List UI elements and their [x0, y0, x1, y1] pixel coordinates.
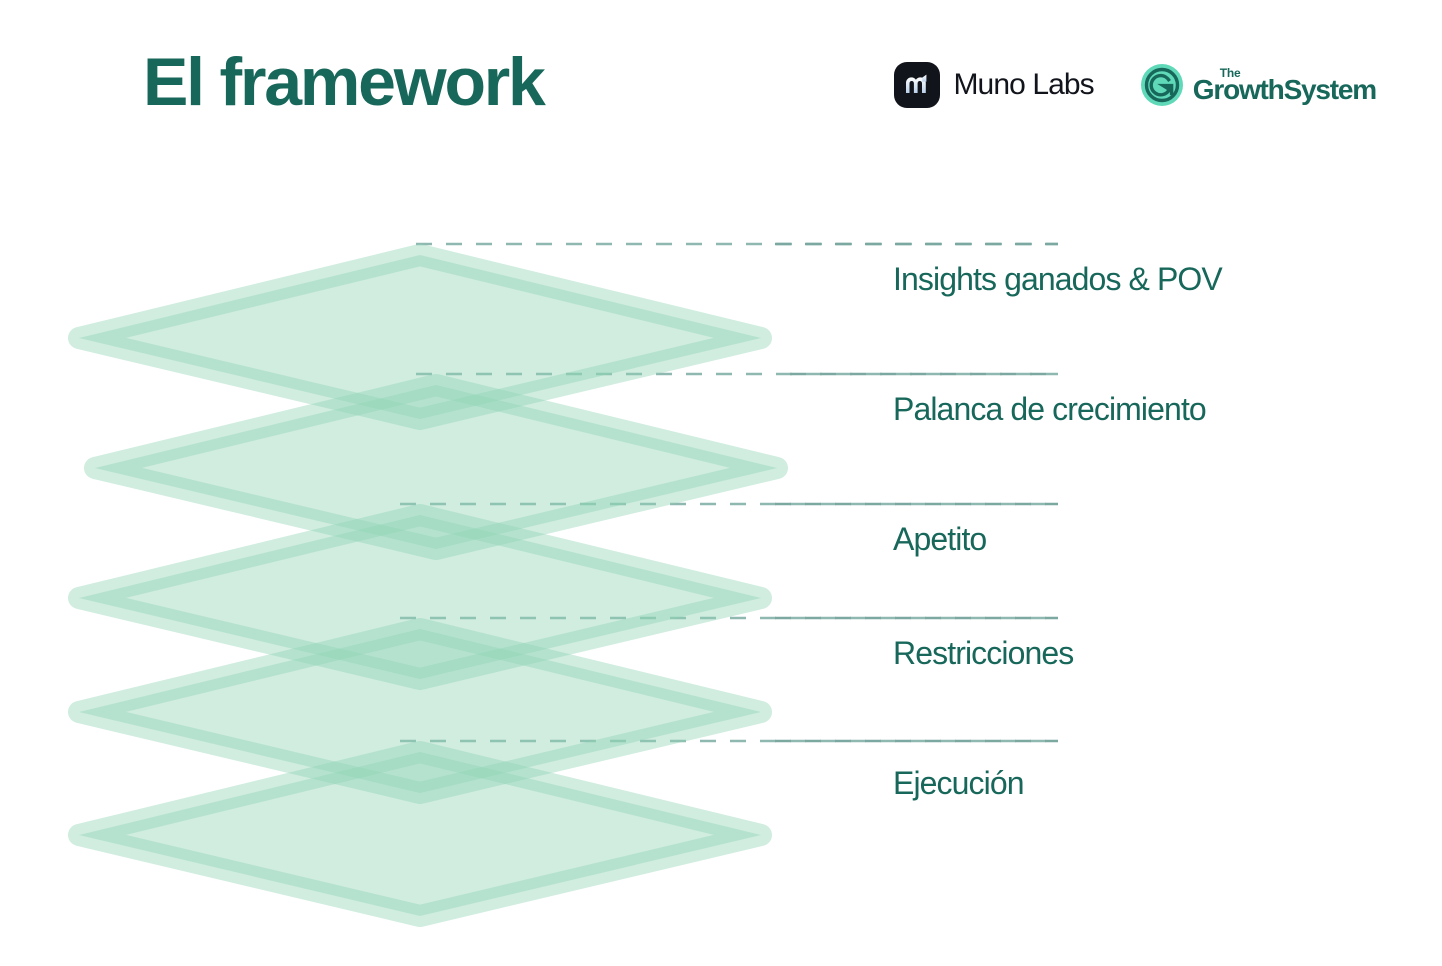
- connector-lines: [400, 242, 1058, 743]
- growth-system-circle-icon: [1140, 63, 1184, 107]
- growth-system-name: GrowthSystem: [1192, 73, 1377, 105]
- connector-lines-overlay: [775, 242, 1058, 743]
- layer-label-restricciones: Restricciones: [893, 635, 1074, 671]
- layer-plate-3: [68, 618, 772, 804]
- layer-label-palanca-de-crecimiento: Palanca de crecimiento: [893, 391, 1207, 427]
- growth-system-wordmark: The GrowthSystem: [1192, 65, 1377, 105]
- layer-plate-1: [84, 374, 788, 560]
- muno-labs-mark-icon: [894, 62, 941, 108]
- growth-system-prefix: The: [1219, 65, 1241, 80]
- logo-growth-system: The GrowthSystem: [1140, 63, 1377, 107]
- layer-plate-2: [68, 504, 772, 690]
- layer-plate-0: [68, 244, 772, 430]
- logo-bar: Muno Labs The GrowthSystem: [894, 62, 1377, 108]
- logo-muno-labs: Muno Labs: [894, 62, 1095, 108]
- muno-labs-wordmark: Muno Labs: [953, 68, 1094, 101]
- page-title: El framework: [143, 44, 546, 120]
- layer-plates: [68, 244, 788, 927]
- layer-label-insights-ganados-pov: Insights ganados & POV: [893, 261, 1223, 297]
- layer-label-ejecucion: Ejecución: [893, 765, 1025, 801]
- layer-label-apetito: Apetito: [893, 521, 987, 557]
- layer-plate-4: [68, 741, 772, 927]
